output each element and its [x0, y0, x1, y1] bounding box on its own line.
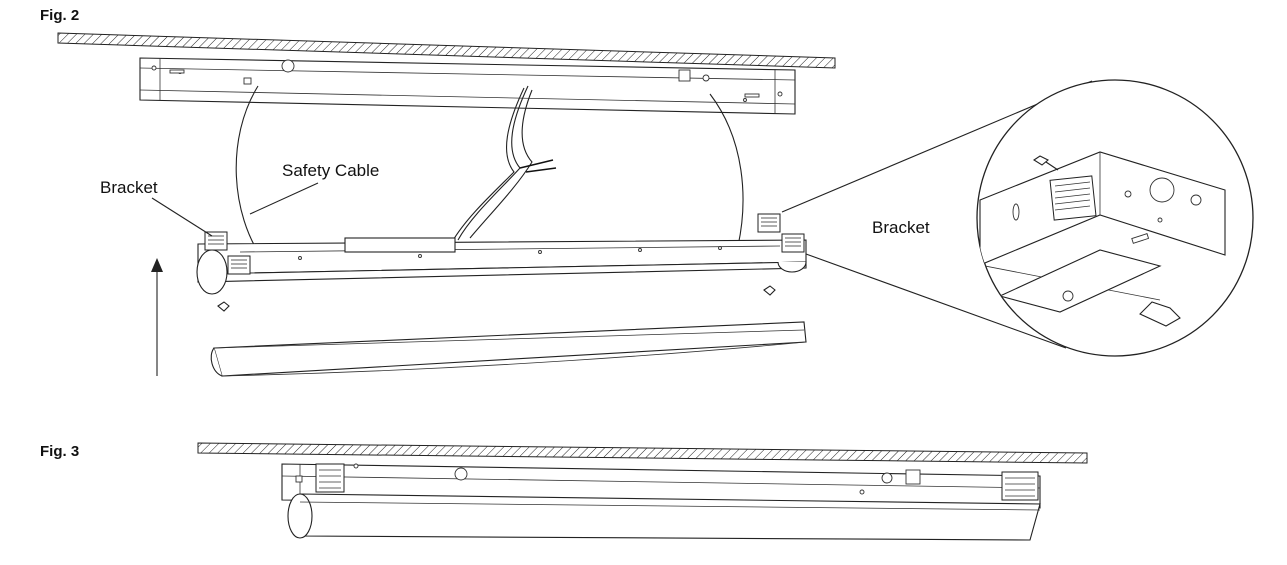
up-arrow-icon — [151, 258, 163, 376]
ceiling-fig3 — [197, 442, 1088, 464]
bracket-detail-view — [976, 79, 1254, 357]
label-bracket-detail: Bracket — [872, 218, 930, 237]
fixture-body-fig2 — [196, 237, 807, 295]
figure-3: Fig. 3 — [40, 442, 1088, 541]
leader-safety-cable — [249, 182, 319, 215]
bracket-right-upper — [757, 213, 781, 233]
figure-2: Fig. 2 — [40, 7, 1254, 377]
fixture-assembled-fig3 — [281, 463, 1041, 541]
bracket-fig3-left — [315, 463, 345, 493]
safety-cable — [235, 85, 744, 259]
bracket-right-lower — [781, 233, 805, 253]
label-safety-cable: Safety Cable — [282, 161, 379, 180]
ceiling-fig2 — [57, 32, 836, 69]
bracket-left-upper — [204, 231, 228, 251]
supply-wires — [451, 85, 557, 243]
clip-left — [217, 301, 230, 312]
leader-bracket-left — [151, 197, 213, 237]
bracket-fig3-right — [1001, 471, 1039, 501]
clip-right — [763, 285, 776, 296]
fig3-title: Fig. 3 — [40, 443, 79, 460]
label-bracket-left: Bracket — [100, 178, 158, 197]
bracket-left-lower — [227, 255, 251, 275]
diffuser-lens — [210, 321, 807, 377]
fig2-title: Fig. 2 — [40, 7, 79, 24]
mounting-channel-fig2 — [139, 57, 796, 115]
